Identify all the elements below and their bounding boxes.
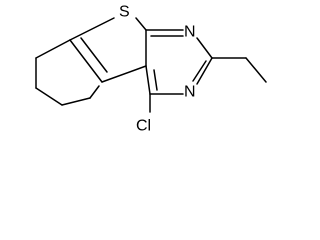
bond-c5-c4b — [89, 85, 100, 99]
bond-c4b-c8a-double — [80, 37, 108, 73]
bond-c2-n3-double — [192, 60, 207, 82]
chemical-structure-diagram: S N N Cl — [35, 4, 267, 135]
bond-c8a-s — [69, 17, 115, 41]
pyrimidine-ring — [145, 29, 213, 95]
ethyl-group — [211, 57, 267, 83]
bond-c7-c6 — [35, 87, 63, 106]
bond-c4-c4a — [145, 65, 151, 95]
bond-n1-c2 — [196, 37, 213, 59]
bond-c6-c5 — [61, 97, 91, 106]
bond-c4a-c4b — [101, 65, 147, 83]
bond-s-c7a — [135, 17, 147, 31]
structure-canvas: S N N Cl — [35, 3, 267, 135]
chlorine-atom-label: Cl — [136, 118, 151, 135]
nitrogen-bottom-atom-label: N — [184, 84, 196, 101]
cyclohexane-ring — [35, 39, 100, 106]
nitrogen-top-atom-label: N — [184, 24, 196, 41]
bond-c2-n3 — [196, 57, 213, 85]
sulfur-atom-label: S — [119, 4, 130, 21]
bond-c4b-c8a — [69, 39, 103, 83]
bond-c4-c4a-double — [153, 69, 158, 91]
thiophene-ring — [69, 17, 147, 83]
bond-c8a-c8 — [35, 39, 71, 59]
bond-ch2-ch3 — [245, 57, 267, 83]
